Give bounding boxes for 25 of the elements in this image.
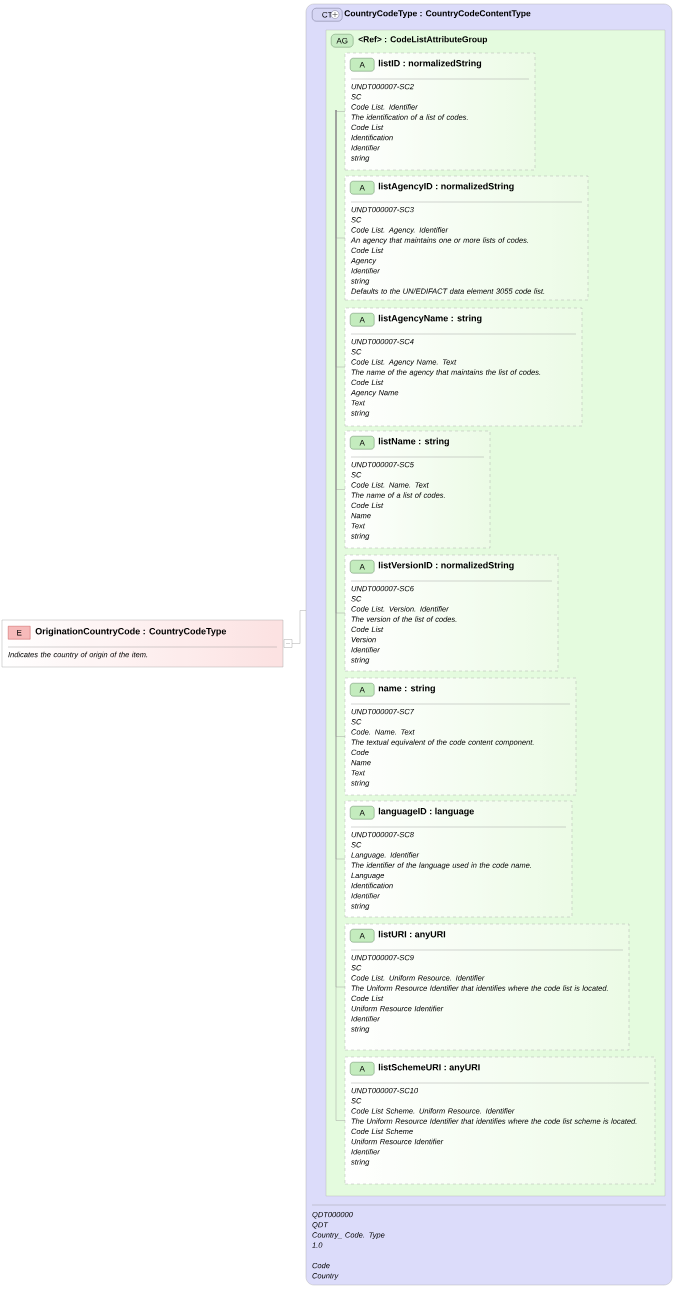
heading: listAgencyID : normalizedString xyxy=(378,182,514,192)
type-badge: A xyxy=(350,181,375,195)
heading: listVersionID : normalizedString xyxy=(378,561,514,571)
type-badge: A xyxy=(350,313,375,327)
type-badge: A xyxy=(350,806,375,820)
heading: listAgencyName : string xyxy=(378,314,482,324)
heading: languageID : language xyxy=(378,807,474,817)
type-badge: E xyxy=(8,626,31,640)
heading: <Ref> : CodeListAttributeGroup xyxy=(358,36,488,44)
heading: listID : normalizedString xyxy=(378,59,482,69)
type-badge: A xyxy=(350,436,375,450)
type-badge: A xyxy=(350,683,375,697)
type-badge: A xyxy=(350,1062,375,1076)
type-badge: A xyxy=(350,560,375,574)
connector-line xyxy=(335,109,346,112)
heading: CountryCodeType : CountryCodeContentType xyxy=(344,10,531,18)
connector-line xyxy=(291,610,307,644)
heading: listURI : anyURI xyxy=(378,930,446,940)
heading: name : string xyxy=(378,684,435,694)
type-badge: AG xyxy=(331,34,354,48)
type-badge: A xyxy=(350,929,375,943)
type-badge: A xyxy=(350,58,375,72)
heading: OriginationCountryCode : CountryCodeType xyxy=(35,627,227,637)
heading: listName : string xyxy=(378,437,449,447)
heading: listSchemeURI : anyURI xyxy=(378,1063,480,1073)
